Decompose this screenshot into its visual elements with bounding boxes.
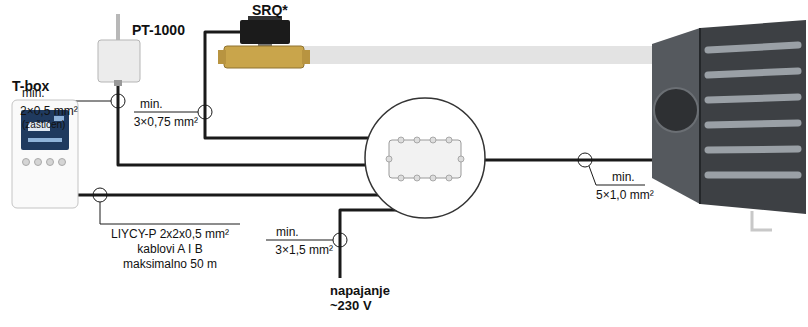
controller-device: T-box: [8, 78, 88, 212]
cable-gland: [446, 137, 452, 143]
cable-gland: [458, 156, 464, 162]
sensor-gland: [114, 80, 122, 86]
controller-button: [35, 159, 42, 166]
cable-note: maksimalno 50 m: [123, 257, 217, 271]
controller-button: [59, 159, 66, 166]
controller-housing: [12, 100, 78, 208]
power-label: napajanje ~230 V: [330, 283, 412, 313]
junction-box: [389, 140, 461, 178]
cable-gland: [398, 175, 404, 181]
heater-louvre: [708, 123, 798, 125]
pipe-band: [300, 46, 660, 64]
cable-min: min.: [276, 225, 299, 239]
cable-min: min.: [22, 86, 45, 100]
valve-fitting: [218, 50, 226, 64]
heater-louvre: [708, 172, 798, 179]
heater-front: [700, 20, 806, 214]
cable-spec: 2×0,5 mm²: [20, 104, 78, 118]
cable-callout-ring: [198, 105, 212, 119]
sensor-device: PT-1000: [96, 14, 206, 86]
screen-bar: [28, 138, 62, 142]
cable-min: min.: [612, 170, 635, 184]
cable-callout-ring: [93, 188, 107, 202]
junction-circle: [365, 98, 485, 218]
callout-underline: [266, 240, 333, 241]
cable-note: (zaštićen): [22, 119, 65, 131]
valve-wire: [205, 32, 372, 138]
device-name: PT-1000: [132, 22, 185, 38]
cable-spec: 3×0,75 mm²: [134, 115, 198, 129]
cable-gland: [386, 156, 392, 162]
device-picture: [8, 78, 88, 212]
controller-button: [47, 159, 54, 166]
cable-gland: [414, 175, 420, 181]
callout-underline: [134, 112, 198, 113]
valve-device: SRQ*: [218, 0, 312, 72]
heater-louvre: [708, 149, 798, 150]
heater-edge: [699, 28, 701, 204]
callout-underline: [589, 166, 645, 185]
bus-wire: [78, 194, 382, 197]
cable-gland: [414, 137, 420, 143]
heater-louvre: [708, 97, 798, 100]
sensor-wire: [118, 80, 370, 165]
cable-spec: 5×1,0 mm²: [596, 188, 654, 202]
cable-callout-ring: [578, 153, 592, 167]
cable-callout-ring: [333, 233, 347, 247]
heater-wire: [482, 159, 668, 162]
cable-callout-ring: [111, 94, 125, 108]
valve-fitting: [302, 50, 310, 64]
heater-side: [652, 28, 700, 204]
power-wire: [340, 210, 398, 278]
valve-body: [224, 46, 304, 68]
sensor-stem: [116, 14, 120, 41]
heater-louvre: [708, 45, 798, 50]
heater-bracket: [752, 211, 772, 230]
device-name: SRQ*: [252, 2, 288, 18]
heater-fan: [654, 88, 698, 132]
cable-gland: [430, 137, 436, 143]
cable-spec: 3×1,5 mm²: [275, 243, 333, 257]
heater-louvre: [708, 71, 798, 75]
sensor-housing: [98, 40, 140, 82]
cable-gland: [398, 137, 404, 143]
valve-actuator: [240, 20, 290, 44]
callout-underline: [100, 202, 240, 224]
controller-button: [23, 159, 30, 166]
cable-spec: LIYCY-P 2x2x0,5 mm²: [111, 227, 229, 241]
cable-gland: [430, 175, 436, 181]
cable-gland: [446, 175, 452, 181]
cable-min: min.: [140, 97, 163, 111]
cable-note: kablovi A I B: [137, 242, 202, 256]
